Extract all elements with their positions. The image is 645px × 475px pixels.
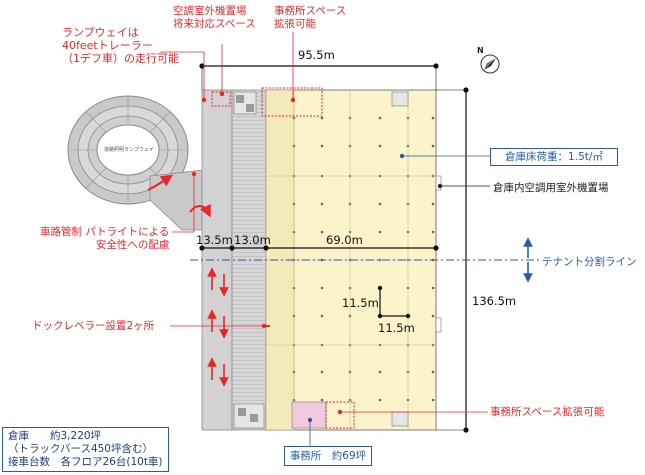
- dim-height: 136.5m: [472, 294, 517, 308]
- north-label: N: [477, 46, 484, 55]
- dim-d3: 69.0m: [326, 233, 363, 247]
- column-dot: [320, 314, 324, 318]
- ramp-direction-arrows: [147, 174, 211, 218]
- column-dot: [431, 116, 435, 120]
- office-expand-bottom-note: 事務所スペース拡張可能: [490, 406, 605, 418]
- column-dot: [378, 144, 382, 148]
- column-dot: [378, 116, 382, 120]
- column-dot: [431, 286, 435, 290]
- column-dot: [431, 202, 435, 206]
- office-label-box: 事務所 約69坪: [284, 446, 372, 466]
- office-expand-bottom-area: [325, 401, 355, 429]
- ac-future-space: [211, 91, 231, 107]
- ramp-spiral: [67, 95, 205, 231]
- ac-note: 空調室外機置場 将来対応スペース: [173, 5, 256, 30]
- office-expand-top-area: [261, 87, 323, 117]
- column-dot: [320, 370, 324, 374]
- column-dot: [431, 398, 435, 402]
- office-area: [291, 401, 327, 429]
- info-box: 倉庫 約3,220坪 （トラックバース450坪含む） 接車台数 各フロア26台(…: [2, 427, 169, 472]
- column-dot: [378, 230, 382, 234]
- dim-width: 95.5m: [298, 48, 335, 62]
- dim-d1: 13.5m: [196, 233, 233, 247]
- tenant-line-label: テナント分割ライン: [542, 256, 637, 268]
- column-dot: [431, 144, 435, 148]
- traffic-arrows: [207, 267, 229, 387]
- dock-note: ドックレベラー設置2ヶ所: [32, 320, 155, 332]
- dim-span-h: 11.5m: [378, 321, 415, 335]
- column-dot: [320, 144, 324, 148]
- office-expand-top-note: 事務所スペース 拡張可能: [274, 5, 347, 30]
- column-dot: [320, 230, 324, 234]
- column-dot: [431, 314, 435, 318]
- indoor-ac-label: 倉庫内空調用室外機置場: [493, 182, 609, 194]
- column-dot: [378, 370, 382, 374]
- column-dot: [431, 230, 435, 234]
- north-compass-icon: [480, 54, 500, 74]
- column-dot: [378, 398, 382, 402]
- column-dot: [320, 202, 324, 206]
- ramp-note: ランプウェイは 40feetトレーラー （1デフ車）の走行可能: [62, 26, 179, 65]
- column-dot: [431, 370, 435, 374]
- safety-note: 車路管制 パトライトによる 安全性への配慮: [40, 226, 170, 251]
- ramp-label: 道路照明ランプウェイ: [104, 147, 154, 153]
- column-dot: [320, 286, 324, 290]
- column-dot: [320, 398, 324, 402]
- dim-span-v: 11.5m: [342, 296, 379, 310]
- floor-load-box: 倉庫床荷重：1.5t/㎡: [490, 148, 618, 166]
- column-dot: [378, 202, 382, 206]
- column-dot: [320, 116, 324, 120]
- dim-d2: 13.0m: [234, 233, 271, 247]
